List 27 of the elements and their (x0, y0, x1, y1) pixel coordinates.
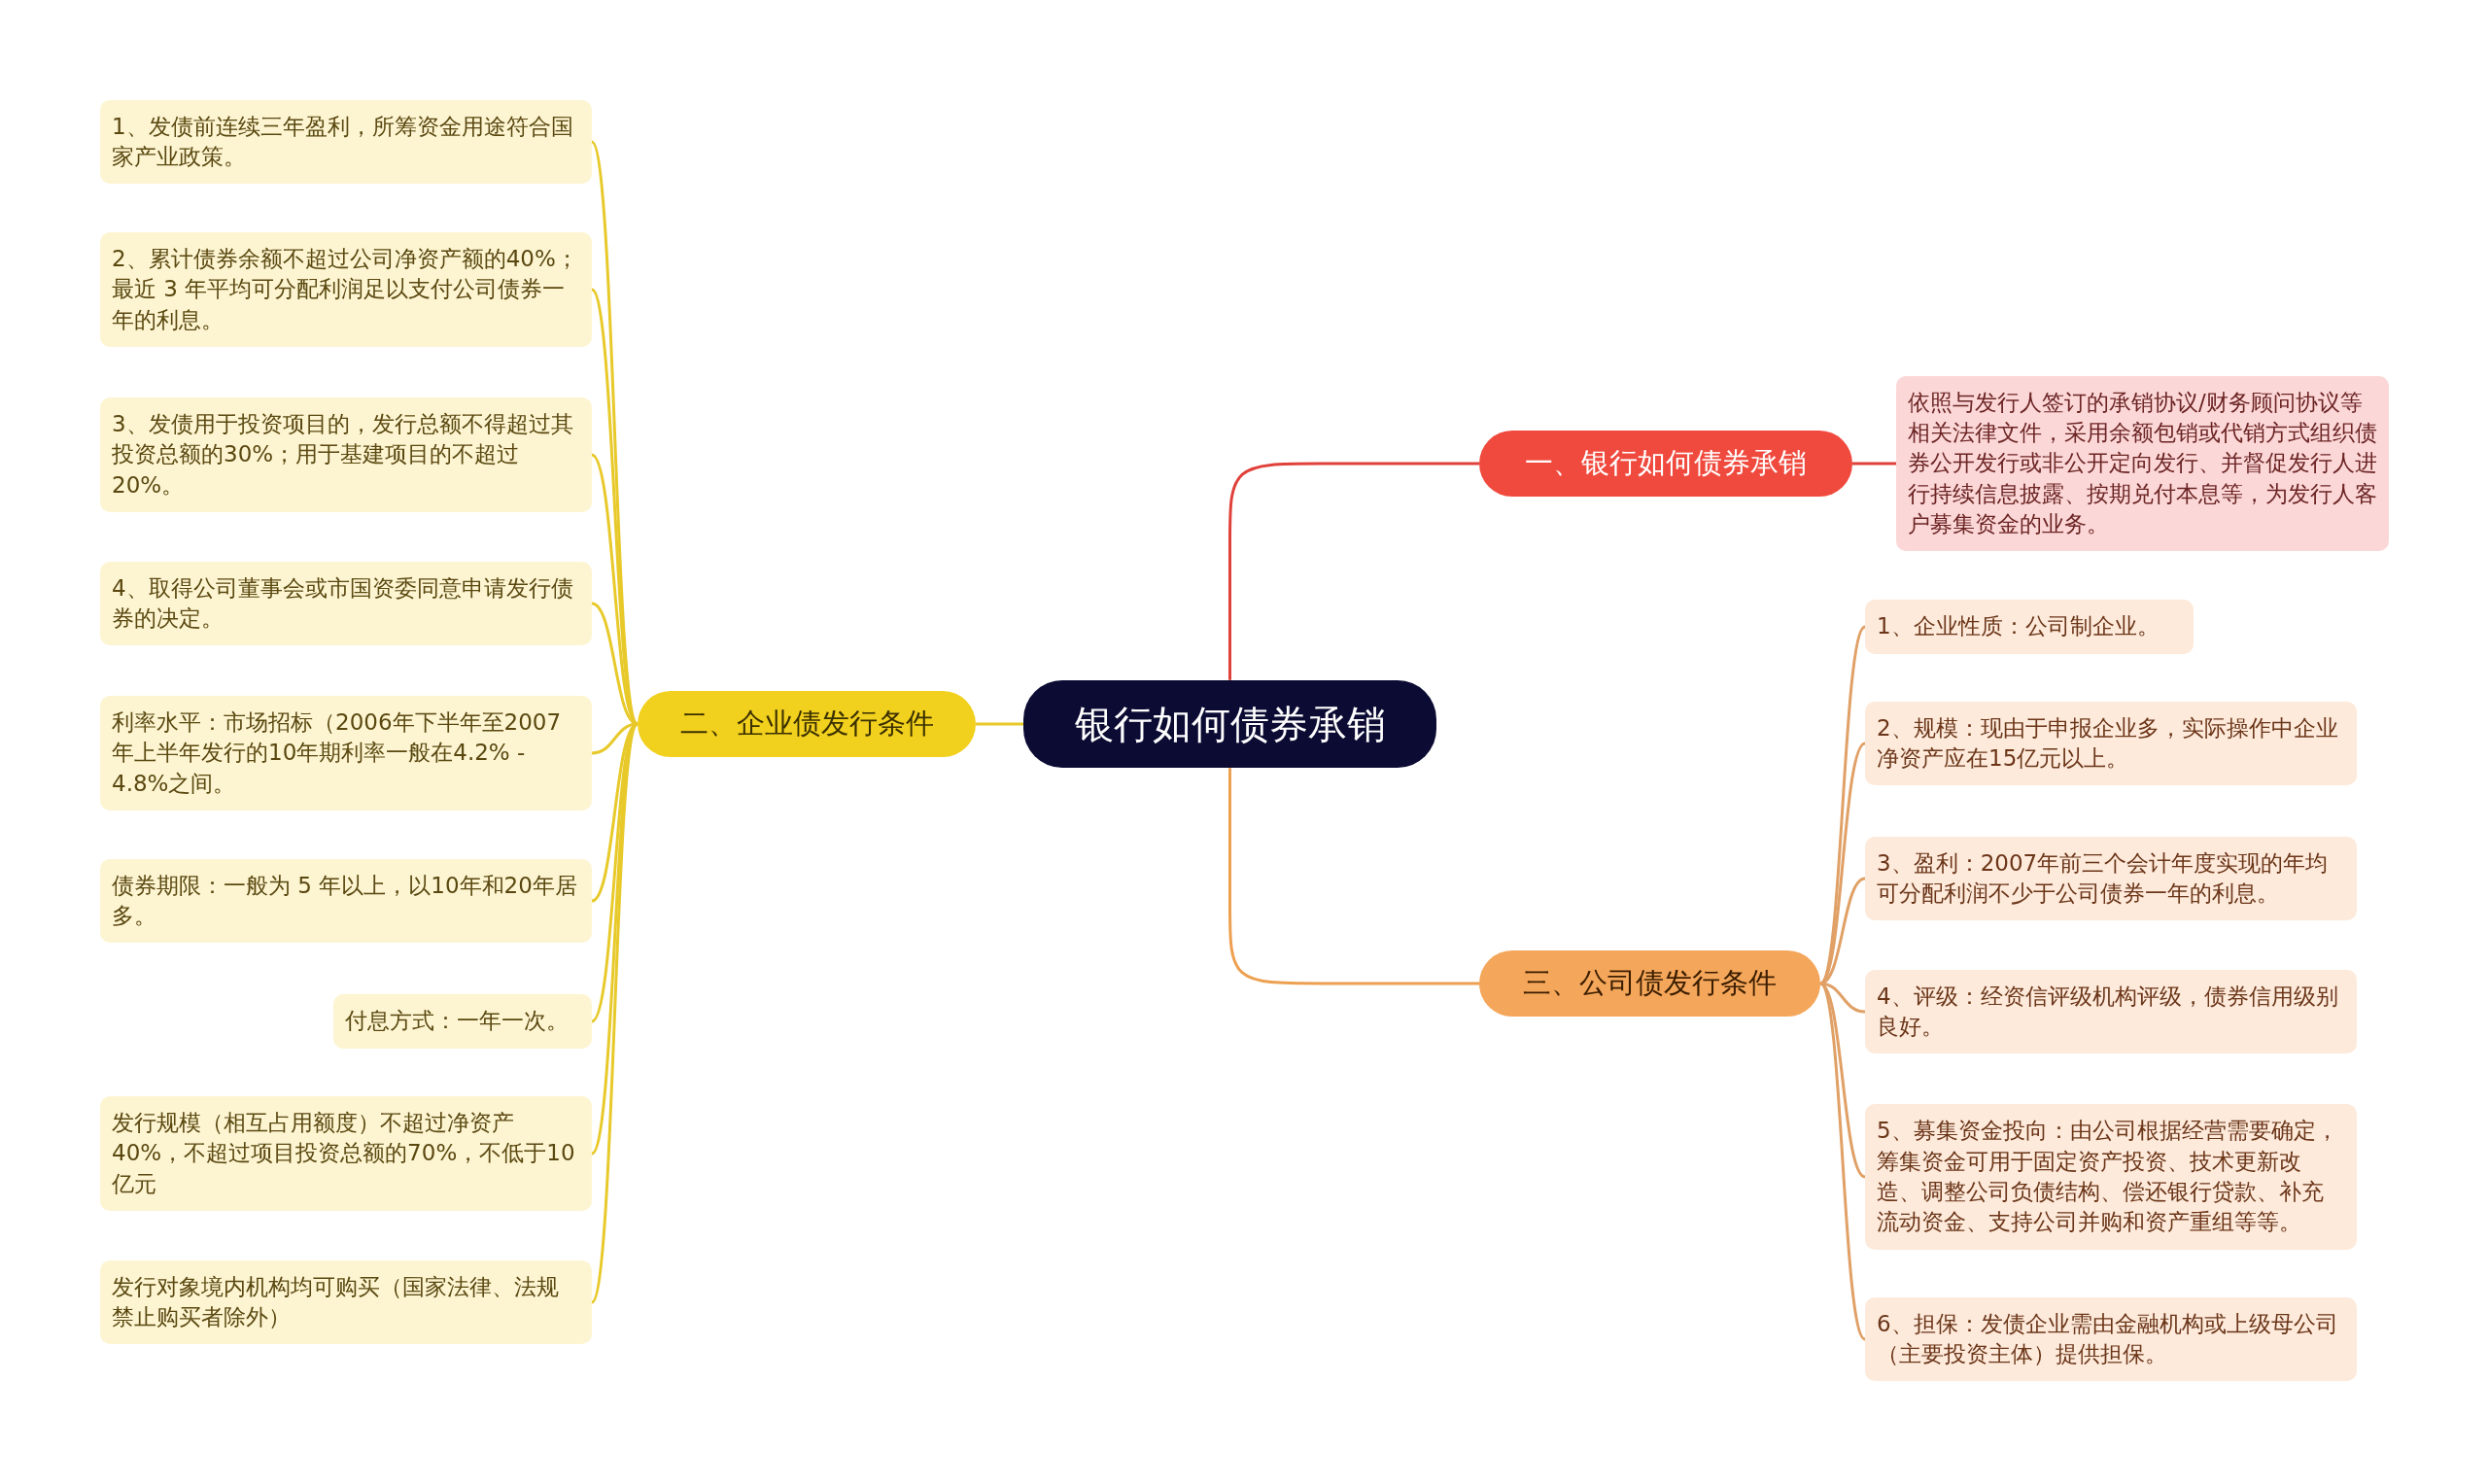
subtopic-card: 付息方式：一年一次。 (333, 994, 592, 1049)
connector (590, 723, 639, 1303)
branch-topic: 三、公司债发行条件 (1479, 950, 1820, 1017)
subtopic-card: 债券期限：一般为 5 年以上，以10年和20年居多。 (100, 858, 592, 944)
subtopic-card: 2、累计债券余额不超过公司净资产额的40%；最近 3 年平均可分配利润足以支付公司债券一年的利息。 (100, 232, 592, 347)
central-topic: 银行如何债券承销 (1023, 679, 1436, 769)
connector (590, 141, 639, 725)
subtopic-card: 3、盈利：2007年前三个会计年度实现的年均可分配利润不少于公司债券一年的利息。 (1865, 836, 2357, 921)
subtopic-card: 6、担保：发债企业需由金融机构或上级母公司（主要投资主体）提供担保。 (1865, 1296, 2357, 1382)
subtopic-card: 4、评级：经资信评级机构评级，债券信用级别良好。 (1865, 969, 2357, 1054)
subtopic-card: 利率水平：市场招标（2006年下半年至2007年上半年发行的10年期利率一般在4.2% - 4.8%之间。 (100, 696, 592, 811)
subtopic-card: 发行对象境内机构均可购买（国家法律、法规禁止购买者除外） (100, 1260, 592, 1345)
connector (1228, 768, 1479, 985)
description-card: 依照与发行人签订的承销协议/财务顾问协议等相关法律文件，采用余额包销或代销方式组织债券公开发行或非公开定向发行、并督促发行人进行持续信息披露、按期兑付本息等，为发行人客户募集资金的业务。 (1896, 375, 2389, 552)
subtopic-card: 1、企业性质：公司制企业。 (1865, 600, 2194, 654)
subtopic-card: 发行规模（相互占用额度）不超过净资产40%，不超过项目投资总额的70%，不低于10亿元 (100, 1096, 592, 1211)
connector (976, 722, 1023, 726)
branch-topic: 一、银行如何债券承销 (1479, 431, 1852, 497)
connector (1818, 983, 1867, 1340)
subtopic-card: 1、发债前连续三年盈利，所筹资金用途符合国家产业政策。 (100, 99, 592, 185)
subtopic-card: 2、规模：现由于申报企业多，实际操作中企业净资产应在15亿元以上。 (1865, 701, 2357, 786)
connector (1852, 462, 1896, 466)
connector (1228, 462, 1479, 680)
branch-topic: 二、企业债发行条件 (638, 691, 976, 757)
subtopic-card: 3、发债用于投资项目的，发行总额不得超过其投资总额的30%；用于基建项目的不超过20%。 (100, 397, 592, 512)
subtopic-card: 4、取得公司董事会或市国资委同意申请发行债券的决定。 (100, 561, 592, 646)
subtopic-card: 5、募集资金投向：由公司根据经营需要确定，筹集资金可用于固定资产投资、技术更新改造、调整公司负债结构、偿还银行贷款、补充流动资金、支持公司并购和资产重组等等。 (1865, 1104, 2357, 1250)
